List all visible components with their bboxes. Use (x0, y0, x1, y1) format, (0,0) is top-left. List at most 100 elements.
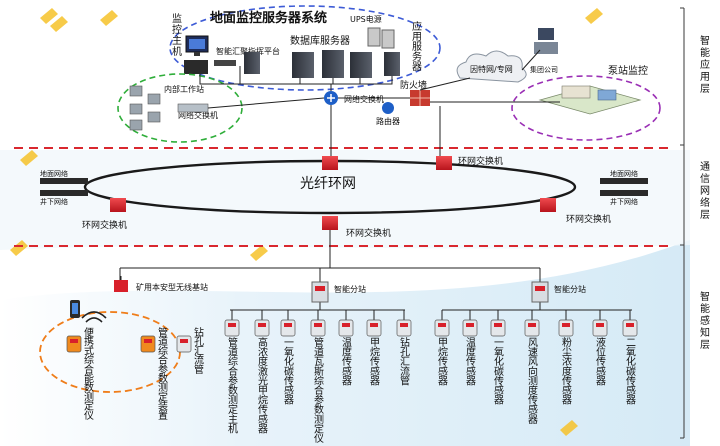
sensor-indicator-8 (370, 323, 378, 327)
sensor-icon-14 (558, 319, 574, 337)
sensor-10: 甲烷传感器 (434, 319, 450, 387)
label-smart-sub-left: 智能分站 (334, 284, 366, 294)
sensor-1: 管道综合参数测定装置 (140, 326, 168, 422)
sensor-14: 粉尘浓度传感器 (558, 319, 574, 407)
app-server-icon (384, 52, 400, 76)
sensor-icon-8 (366, 319, 382, 337)
sensor-label-15: 液位传感器 (596, 336, 606, 387)
sensor-indicator-9 (400, 323, 408, 327)
diagram-title: 地面监控服务器系统 (210, 10, 327, 26)
sensor-indicator-15 (596, 323, 604, 327)
sensor-label-16: 二氧化碳传感器 (626, 338, 636, 407)
sensor-11: 温度传感器 (462, 319, 478, 387)
label-net-switch-center: 网络交换机 (344, 94, 384, 104)
sensor-icon-16 (622, 319, 638, 337)
sensor-icon-5 (280, 319, 296, 337)
label-internet: 因特网/专网 (470, 64, 513, 74)
sensor-label-14: 粉尘浓度传感器 (562, 336, 572, 407)
sensor-9: 钻孔汇流管 (396, 319, 412, 387)
sensor-16: 二氧化碳传感器 (622, 319, 638, 407)
sensor-indicator-12 (494, 323, 502, 327)
sensor-indicator-10 (438, 323, 446, 327)
label-ups: UPS电源 (350, 14, 382, 24)
ups-icon (367, 27, 395, 49)
sensor-label-6: 管道瓦斯综合参数测定仪 (314, 336, 324, 445)
label-under-net-right: 井下网络 (610, 197, 638, 206)
label-under-net-left: 井下网络 (40, 197, 68, 206)
sensor-12: 一氧化碳传感器 (490, 319, 506, 407)
sensor-3: 管道综合参数测定主机 (224, 319, 240, 435)
sensor-label-8: 甲烷传感器 (370, 338, 380, 387)
sensor-icon-13 (524, 319, 540, 337)
layer-label-2: 智能感知层 (700, 290, 710, 351)
sensor-indicator-16 (626, 323, 634, 327)
sensor-8: 甲烷传感器 (366, 319, 382, 387)
router-icon (382, 102, 394, 114)
monitor-host-text: 监控主机 (172, 12, 182, 58)
sensor-label-1: 管道综合参数测定装置 (158, 326, 168, 422)
firewall-icon (410, 90, 430, 106)
sensor-indicator-11 (466, 323, 474, 327)
pump-station-ellipse (511, 75, 661, 141)
sensor-icon-11 (462, 319, 478, 337)
label-app-server: 应用服务器 (412, 20, 422, 73)
sensor-0: 便携式综合能数测定仪 (66, 326, 94, 422)
sensor-icon-15 (592, 319, 608, 337)
label-wireless-base: 矿用本安型无线基站 (136, 282, 208, 292)
sensor-icon-1 (140, 335, 156, 353)
sensor-label-13: 风速风向测度传感器 (528, 337, 538, 426)
sensor-icon-2 (176, 335, 192, 353)
sensor-icon-4 (254, 319, 270, 337)
sensor-5: 一氧化碳传感器 (280, 319, 296, 407)
sensor-indicator-1 (144, 339, 152, 343)
platform-server-icon (244, 52, 260, 74)
monitor-host-icon (184, 35, 209, 74)
inner-station-ellipse (117, 73, 243, 143)
sensor-label-5: 一氧化碳传感器 (284, 338, 294, 407)
sensor-7: 温度传感器 (338, 319, 354, 387)
label-db-server: 数据库服务器 (290, 34, 350, 47)
label-router: 路由器 (376, 116, 400, 126)
net-strip-left (40, 178, 88, 196)
label-group-company: 集团公司 (530, 65, 558, 74)
sensor-icon-0 (66, 335, 82, 353)
smart-substation-left-icon (311, 281, 329, 303)
sensor-indicator-5 (284, 323, 292, 327)
internet-cloud-icon (456, 50, 527, 83)
database-server-icon (292, 50, 372, 78)
decorative-chevrons (10, 8, 603, 436)
workstation-icons (129, 85, 161, 131)
label-pump-monitor: 泵站监控 (608, 64, 648, 77)
layer-label-0: 智能应用层 (700, 34, 710, 95)
pump-station-icon (538, 85, 642, 115)
sensor-indicator-4 (258, 323, 266, 327)
central-switch-icon (324, 91, 338, 105)
sensor-4: 高浓度激光甲烷传感器 (254, 319, 270, 435)
label-ring-switch-top: 环网交换机 (458, 155, 503, 167)
sensor-label-2: 钻孔汇流管 (194, 326, 204, 376)
sensor-6: 管道瓦斯综合参数测定仪 (310, 319, 326, 445)
sensor-icon-12 (490, 319, 506, 337)
layer-label-1: 通信网络层 (700, 161, 710, 221)
sensor-15: 液位传感器 (592, 319, 608, 387)
label-firewall: 防火墙 (400, 79, 427, 91)
sensor-label-12: 一氧化碳传感器 (494, 338, 504, 407)
app-server-text: 应用服务器 (412, 20, 422, 73)
sensor-icon-9 (396, 319, 412, 337)
app-layer-links (199, 49, 560, 160)
ring-switch-bottom (322, 216, 338, 230)
smart-substation-right-icon (531, 281, 549, 303)
label-ring-switch-left: 环网交换机 (82, 219, 127, 231)
ring-switch-right (540, 198, 556, 212)
group-company-icon (534, 28, 558, 54)
sensor-drop-lines (231, 310, 631, 320)
sensor-icon-10 (434, 319, 450, 337)
background-band-network (0, 150, 690, 250)
sensor-label-4: 高浓度激光甲烷传感器 (258, 336, 268, 435)
sensor-2: 钻孔汇流管 (176, 326, 204, 376)
label-ring-switch-right: 环网交换机 (566, 213, 611, 225)
label-net-switch-left: 网络交换机 (178, 110, 218, 120)
